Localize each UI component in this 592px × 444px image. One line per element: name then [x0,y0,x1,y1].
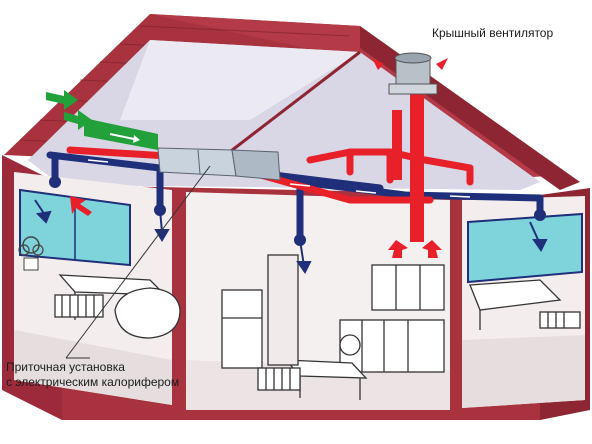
supply-unit-label: Приточная установка с электрическим кало… [6,360,179,390]
roof-fan-icon [389,53,437,94]
floor-right [462,335,585,408]
window-right-icon [468,214,582,282]
exhaust-riser-secondary [392,110,402,180]
exhaust-riser [410,92,424,242]
supply-unit-label-line1: Приточная установка [6,360,179,375]
roof-fan-label: Крышный вентилятор [432,26,553,41]
supply-unit-label-line2: с электрическим калорифером [6,375,179,390]
